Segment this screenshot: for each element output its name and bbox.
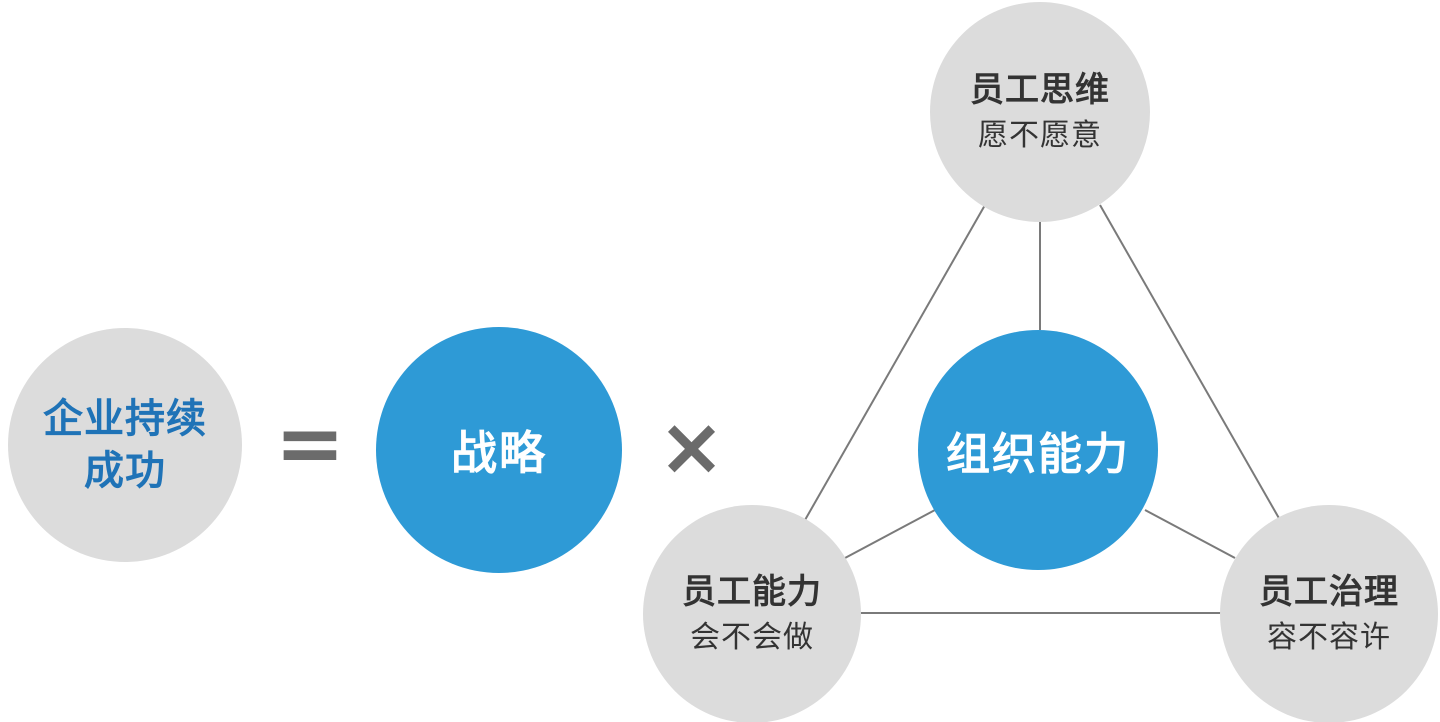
org-capability-label: 组织能力 [946, 429, 1130, 480]
edge-top-to-bottom-left [804, 204, 986, 521]
multiply-sign: × [658, 400, 726, 493]
strategy-label: 战略 [451, 426, 547, 480]
employee-governance-title: 员工治理 [1259, 572, 1399, 612]
enterprise-success-line1: 企业持续 [43, 396, 207, 442]
employee-mindset-node: 员工思维 愿不愿意 [930, 2, 1150, 222]
employee-governance-subtitle: 容不容许 [1267, 620, 1391, 655]
employee-mindset-subtitle: 愿不愿意 [978, 118, 1102, 153]
spoke-to-bottom-right [1144, 509, 1236, 559]
spoke-to-bottom-left [844, 509, 936, 559]
edge-top-to-bottom-right [1099, 204, 1281, 521]
enterprise-success-circle: 企业持续 成功 [8, 328, 242, 562]
employee-ability-title: 员工能力 [682, 572, 822, 612]
enterprise-success-line2: 成功 [84, 448, 166, 494]
org-capability-circle: 组织能力 [918, 330, 1158, 570]
employee-governance-node: 员工治理 容不容许 [1220, 505, 1438, 722]
employee-mindset-title: 员工思维 [970, 70, 1110, 110]
employee-ability-subtitle: 会不会做 [690, 620, 814, 655]
equals-sign: = [274, 394, 346, 492]
strategy-circle: 战略 [376, 327, 622, 573]
employee-ability-node: 员工能力 会不会做 [643, 505, 861, 722]
